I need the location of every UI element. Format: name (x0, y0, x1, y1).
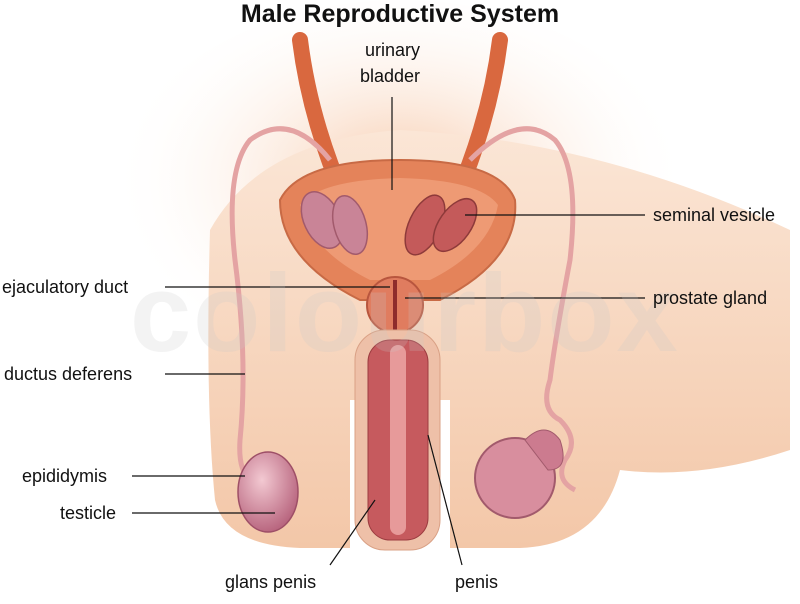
label-testicle: testicle (60, 503, 117, 523)
label-epididymis: epididymis (22, 466, 108, 486)
label-seminal-vesicle: seminal vesicle (653, 205, 776, 225)
label-glans-penis: glans penis (225, 572, 317, 592)
label-ejaculatory-duct: ejaculatory duct (2, 277, 129, 297)
watermark: colourbox (130, 252, 680, 375)
label-prostate-gland: prostate gland (653, 288, 768, 308)
ductus-deferens-right (468, 126, 577, 493)
diagram-title: Male Reproductive System (240, 0, 560, 28)
testicle-right (474, 437, 556, 519)
seminal-vesicle-left (300, 191, 369, 256)
testicle-left (237, 451, 299, 533)
label-penis: penis (455, 572, 499, 592)
label-urinary-bladder-1: urinary (365, 40, 421, 60)
epididymis-right (524, 429, 564, 471)
seminal-vesicle-right (404, 194, 478, 256)
leader-lines (132, 97, 645, 566)
label-ductus-deferens: ductus deferens (4, 364, 133, 384)
label-urinary-bladder-2: bladder (360, 66, 421, 86)
ductus-deferens-left (229, 126, 332, 482)
urethra-inner (390, 345, 406, 535)
